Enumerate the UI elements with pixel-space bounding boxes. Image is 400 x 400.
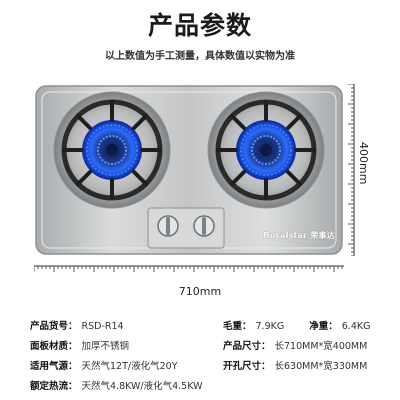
spec-model: 产品货号：RSD-R14 xyxy=(30,318,124,332)
spec-label: 开孔尺寸： xyxy=(223,361,271,372)
spec-gas: 适用气源：天然气12T/液化气20Y xyxy=(30,358,178,372)
width-ruler xyxy=(34,265,344,272)
brand-logo: Royalstar 荣事达 xyxy=(263,230,335,240)
spec-label: 面板材质： xyxy=(30,341,78,352)
spec-label: 产品尺寸： xyxy=(223,341,271,352)
stove-image: Royalstar 荣事达 xyxy=(34,84,344,256)
left-knob xyxy=(157,215,179,237)
spec-weight: 毛重：7.9KG 净重：6.4KG xyxy=(223,318,370,332)
left-burner xyxy=(53,91,171,209)
right-burner xyxy=(207,91,325,209)
width-dimension: 710mm xyxy=(178,285,222,298)
spec-panel: 面板材质：加厚不锈钢 xyxy=(30,338,129,352)
spec-value: 6.4KG xyxy=(341,321,371,332)
height-ruler xyxy=(348,84,355,256)
spec-size: 产品尺寸：长710MM*宽400MM xyxy=(223,338,367,352)
spec-value: 天然气4.8KW/液化气4.5KW xyxy=(81,381,203,392)
spec-value: RSD-R14 xyxy=(81,321,124,332)
spec-label: 适用气源： xyxy=(30,361,78,372)
spec-label: 净重： xyxy=(309,321,338,332)
page-subtitle: 以上数值为手工测量，具体数值以实物为准 xyxy=(105,51,295,62)
spec-label: 额定热流： xyxy=(30,381,78,392)
right-knob xyxy=(193,215,215,237)
spec-heat: 额定热流：天然气4.8KW/液化气4.5KW xyxy=(30,378,203,392)
spec-hole: 开孔尺寸：长630MM*宽330MM xyxy=(223,358,367,372)
spec-value: 长710MM*宽400MM xyxy=(274,341,368,352)
spec-label: 产品货号： xyxy=(30,321,78,332)
control-panel xyxy=(147,207,225,249)
page-title: 产品参数 xyxy=(147,11,252,40)
spec-value: 长630MM*宽330MM xyxy=(274,361,368,372)
height-dimension: 400mm xyxy=(357,142,370,185)
spec-value: 天然气12T/液化气20Y xyxy=(81,361,178,372)
spec-value: 加厚不锈钢 xyxy=(81,341,130,352)
spec-label: 毛重： xyxy=(223,321,252,332)
spec-value: 7.9KG xyxy=(255,321,285,332)
stove-illustration xyxy=(35,85,343,255)
